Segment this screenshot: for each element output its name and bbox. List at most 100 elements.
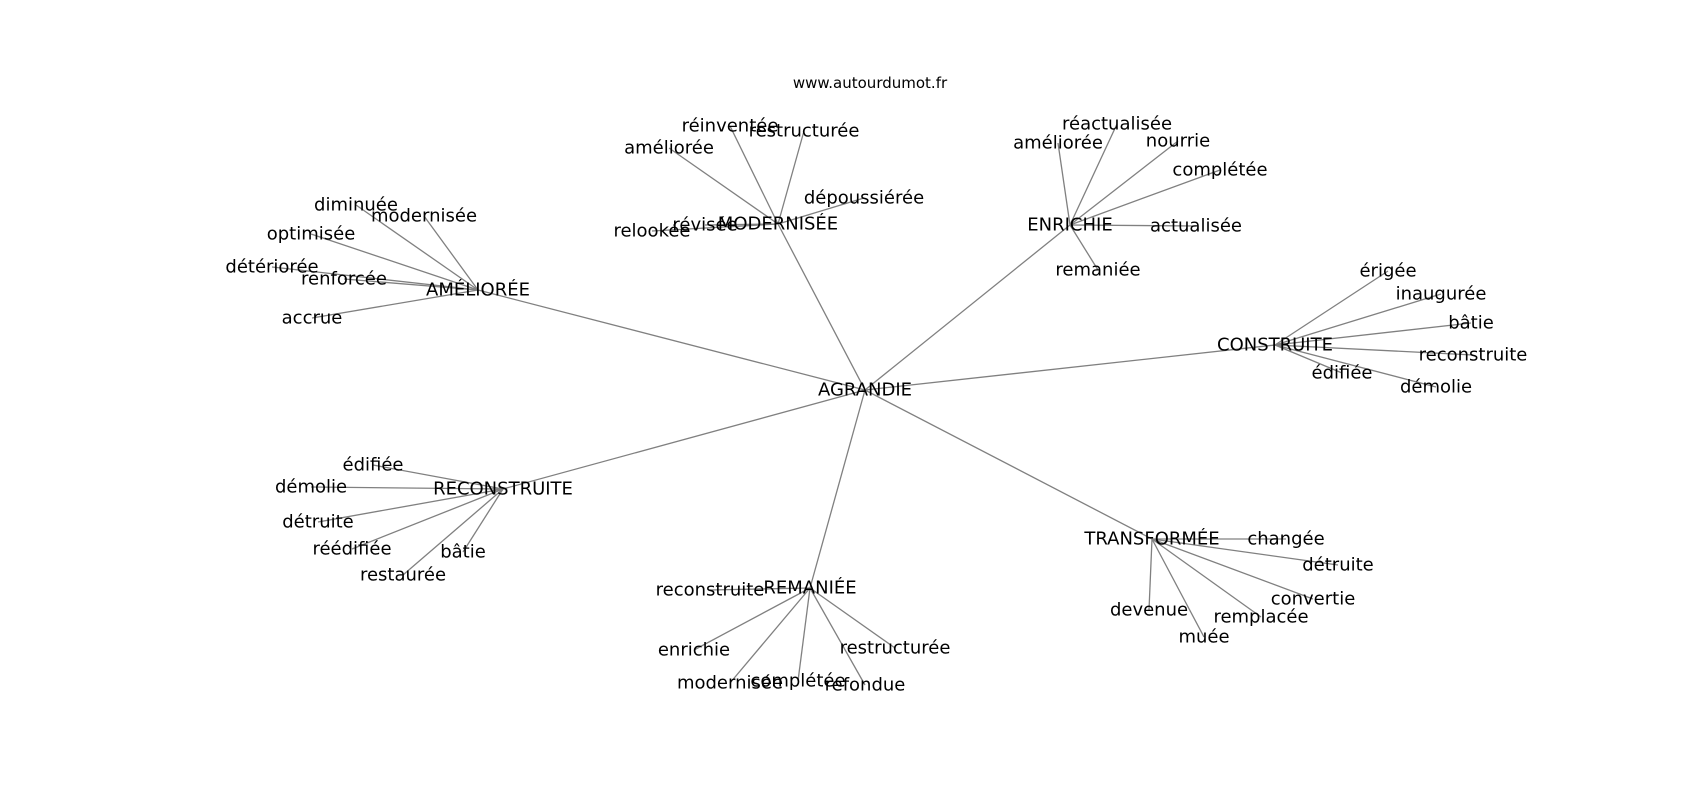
labels-layer: AGRANDIEMODERNISÉEréinventéerestructurée…: [225, 114, 1527, 696]
leaf-node-label: enrichie: [658, 640, 730, 661]
edge-branch-to-leaf: [317, 488, 504, 523]
leaf-node-label: améliorée: [1013, 133, 1103, 154]
leaf-node-label: bâtie: [440, 542, 486, 563]
edge-branch-to-leaf: [1274, 270, 1389, 346]
leaf-node-label: restructurée: [840, 638, 951, 659]
source-url: www.autourdumot.fr: [793, 74, 948, 92]
branch-node-label: ENRICHIE: [1027, 215, 1112, 236]
leaf-node-label: devenue: [1110, 600, 1188, 621]
edge-center-to-branch: [864, 389, 1153, 540]
leaf-node-label: remplacée: [1213, 607, 1308, 628]
leaf-node-label: accrue: [282, 308, 343, 329]
edge-branch-to-leaf: [1274, 293, 1442, 346]
leaf-node-label: muée: [1178, 627, 1229, 648]
edge-branch-to-leaf: [1151, 538, 1314, 600]
leaf-node-label: révisée: [672, 215, 737, 236]
edge-branch-to-leaf: [271, 266, 479, 291]
leaf-node-label: détruite: [1302, 555, 1374, 576]
leaf-node-label: refondue: [825, 675, 906, 696]
edge-branch-to-leaf: [1057, 142, 1071, 226]
edge-branch-to-leaf: [668, 147, 779, 225]
center-node-label: AGRANDIE: [818, 380, 912, 401]
leaf-node-label: complétée: [750, 671, 845, 692]
edge-branch-to-leaf: [1069, 224, 1197, 227]
leaf-node-label: convertie: [1271, 589, 1356, 610]
edge-branch-to-leaf: [651, 223, 779, 232]
edge-branch-to-leaf: [729, 125, 779, 225]
edge-branch-to-leaf: [777, 130, 805, 225]
edge-center-to-branch: [809, 389, 866, 589]
leaf-node-label: restructurée: [749, 121, 860, 142]
edge-branch-to-leaf: [809, 587, 866, 686]
leaf-node-label: relookée: [613, 221, 690, 242]
edge-branch-to-leaf: [1151, 538, 1339, 566]
edge-branch-to-leaf: [709, 587, 811, 591]
leaf-node-label: reconstruite: [1419, 345, 1528, 366]
leaf-node-label: diminuée: [314, 195, 398, 216]
leaf-node-label: nourrie: [1146, 131, 1210, 152]
edge-branch-to-leaf: [462, 488, 504, 553]
edge-center-to-branch: [502, 389, 866, 490]
leaf-node-label: dépoussiérée: [804, 188, 924, 209]
edges-layer: [271, 123, 1474, 686]
leaf-node-label: inaugurée: [1396, 284, 1487, 305]
edge-branch-to-leaf: [1069, 123, 1118, 226]
edge-branch-to-leaf: [1274, 344, 1474, 356]
edge-branch-to-leaf: [402, 488, 504, 576]
edge-branch-to-leaf: [693, 587, 811, 651]
leaf-node-label: érigée: [1359, 261, 1416, 282]
edge-center-to-branch: [864, 224, 1071, 391]
edge-branch-to-leaf: [343, 278, 479, 291]
leaf-node-label: bâtie: [1448, 313, 1494, 334]
leaf-node-label: renforcée: [301, 269, 387, 290]
leaf-node-label: détériorée: [225, 257, 318, 278]
branch-node-label: MODERNISÉE: [718, 213, 838, 235]
edge-branch-to-leaf: [1069, 169, 1221, 226]
edge-branch-to-leaf: [1274, 322, 1472, 346]
leaf-node-label: optimisée: [267, 224, 356, 245]
edge-branch-to-leaf: [1151, 538, 1262, 618]
branch-node-label: REMANIÉE: [763, 577, 856, 599]
leaf-node-label: changée: [1247, 529, 1324, 550]
branch-node-label: TRANSFORMÉE: [1083, 528, 1219, 550]
edge-branch-to-leaf: [372, 464, 504, 490]
branch-node-label: RECONSTRUITE: [433, 479, 573, 500]
edge-branch-to-leaf: [1274, 344, 1343, 374]
edge-branch-to-leaf: [777, 197, 865, 225]
edge-center-to-branch: [477, 289, 866, 391]
edge-branch-to-leaf: [1148, 538, 1153, 611]
edge-branch-to-leaf: [355, 204, 479, 291]
edge-branch-to-leaf: [729, 587, 811, 684]
leaf-node-label: actualisée: [1150, 216, 1242, 237]
leaf-node-label: modernisée: [677, 673, 783, 694]
edge-branch-to-leaf: [1274, 344, 1437, 388]
edge-center-to-branch: [864, 344, 1276, 391]
leaf-node-label: complétée: [1172, 160, 1267, 181]
leaf-node-label: édifiée: [343, 455, 404, 476]
leaf-node-label: démolie: [1400, 377, 1472, 398]
edge-branch-to-leaf: [310, 233, 479, 291]
leaf-node-label: détruite: [282, 512, 354, 533]
edge-branch-to-leaf: [1069, 140, 1179, 226]
leaf-node-label: démolie: [275, 477, 347, 498]
edge-branch-to-leaf: [351, 488, 504, 550]
edge-branch-to-leaf: [1069, 224, 1099, 271]
branch-node-label: AMÉLIORÉE: [426, 279, 530, 301]
leaf-node-label: réinventée: [682, 116, 779, 137]
leaf-node-label: modernisée: [371, 206, 477, 227]
leaf-node-label: réédifiée: [312, 539, 391, 560]
leaf-node-label: remaniée: [1055, 260, 1140, 281]
leaf-node-label: reconstruite: [656, 580, 765, 601]
edge-branch-to-leaf: [1151, 538, 1205, 638]
leaf-node-label: restaurée: [360, 565, 446, 586]
edge-branch-to-leaf: [797, 587, 811, 682]
edge-branch-to-leaf: [310, 486, 504, 490]
leaf-node-label: réactualisée: [1062, 114, 1172, 135]
leaf-node-label: édifiée: [1312, 363, 1373, 384]
branch-node-label: CONSTRUITE: [1217, 335, 1333, 356]
edge-branch-to-leaf: [809, 587, 896, 649]
leaf-node-label: améliorée: [624, 138, 714, 159]
edge-branch-to-leaf: [311, 289, 479, 319]
edge-center-to-branch: [777, 223, 866, 391]
